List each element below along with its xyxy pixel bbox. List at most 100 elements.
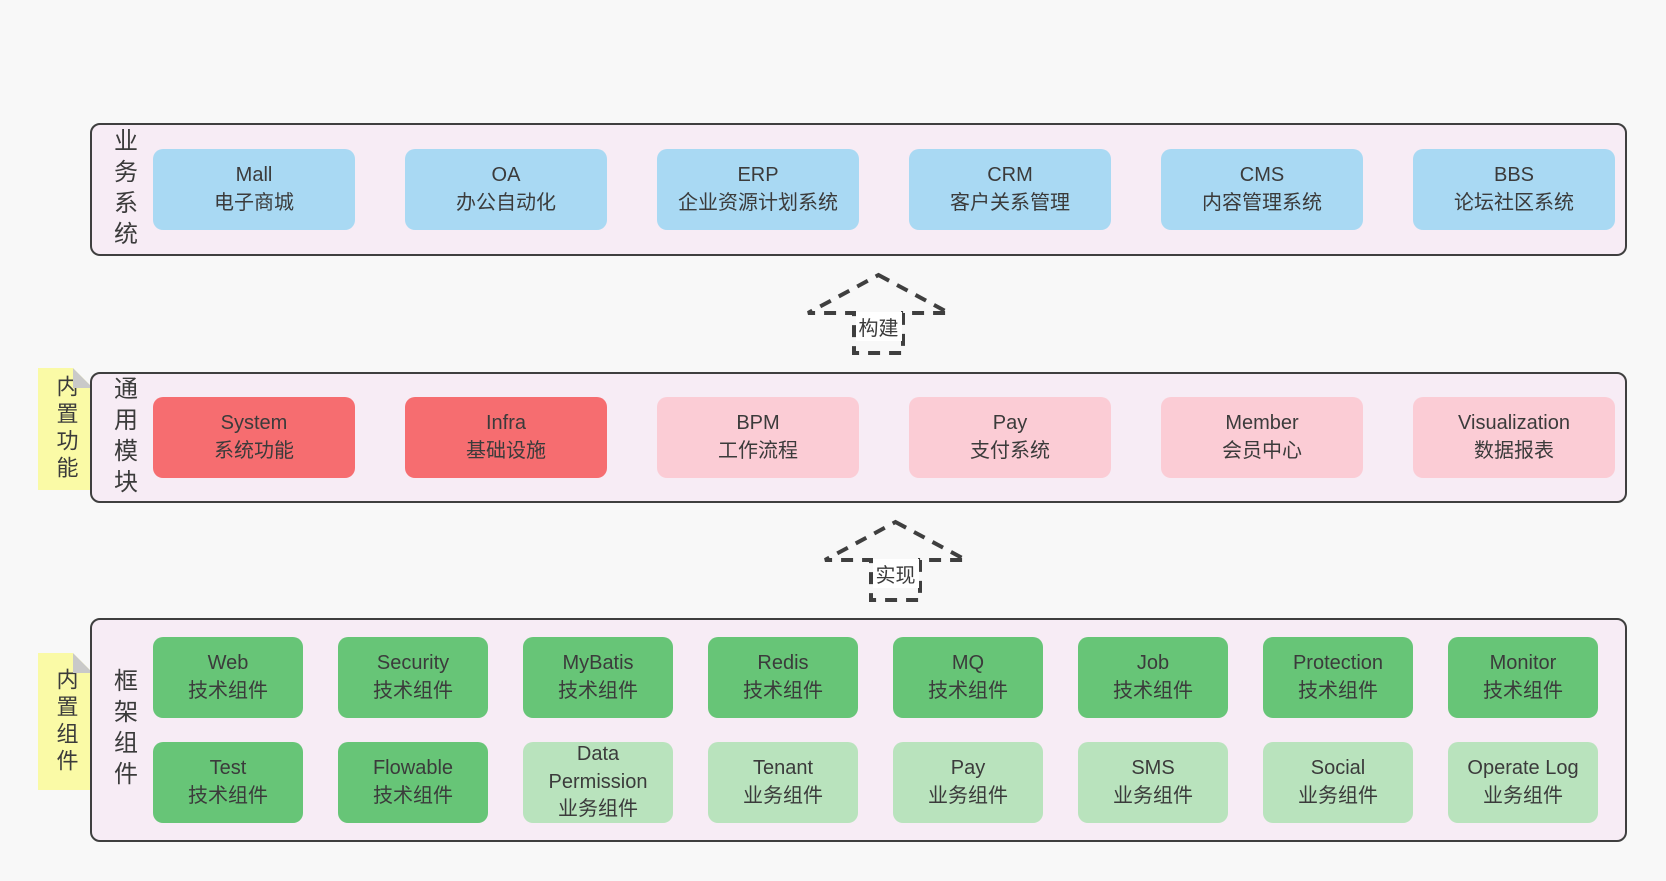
box-title: CMS [1239,163,1285,186]
box-title: Infra [485,411,527,434]
box-system: System 系统功能 [153,397,355,478]
box-mq: MQ 技术组件 [893,637,1043,718]
box-pay-biz: Pay 业务组件 [893,742,1043,823]
box-title: Security [376,651,450,674]
box-title: ERP [737,163,779,186]
box-title: System [220,411,288,434]
box-monitor: Monitor 技术组件 [1448,637,1598,718]
box-title: OA [491,163,521,186]
box-title: CRM [987,163,1033,186]
box-title: Mall [235,163,273,186]
layer-label-text: 框架组件 [109,668,137,792]
layer-label: 框架组件 [92,668,153,792]
box-member: Member 会员中心 [1161,397,1363,478]
box-title: Member [1225,411,1299,434]
box-subtitle: 工作流程 [718,439,798,462]
box-title: BPM [736,411,780,434]
box-subtitle: 会员中心 [1222,439,1302,462]
business-boxes: Mall 电子商城 OA 办公自动化 ERP 企业资源计划系统 CRM 客户关系… [153,149,1615,230]
box-subtitle: 支付系统 [970,439,1050,462]
arrow-build: 构建 [805,272,952,356]
box-subtitle: 技术组件 [743,679,823,702]
box-title: Data Permission [548,743,648,793]
box-subtitle: 基础设施 [466,439,546,462]
box-title: MQ [951,651,985,674]
arrow-label: 构建 [855,312,902,341]
sticky-note-built-in-components: 内置组件 [38,653,93,790]
box-subtitle: 内容管理系统 [1202,191,1322,214]
box-subtitle: 系统功能 [214,439,294,462]
box-title: Operate Log [1467,756,1579,779]
box-web: Web 技术组件 [153,637,303,718]
box-visualization: Visualization 数据报表 [1413,397,1615,478]
layer-business-systems: 业务系统 Mall 电子商城 OA 办公自动化 ERP 企业资源计划系统 CRM… [90,123,1627,256]
box-subtitle: 技术组件 [373,679,453,702]
box-title: Social [1310,756,1366,779]
box-subtitle: 技术组件 [373,784,453,807]
box-bbs: BBS 论坛社区系统 [1413,149,1615,230]
box-subtitle: 企业资源计划系统 [678,191,838,214]
box-security: Security 技术组件 [338,637,488,718]
box-sms: SMS 业务组件 [1078,742,1228,823]
box-infra: Infra 基础设施 [405,397,607,478]
box-subtitle: 电子商城 [214,191,294,214]
box-subtitle: 业务组件 [1113,784,1193,807]
box-title: Monitor [1489,651,1557,674]
sticky-note-text: 内置组件 [53,667,79,776]
box-title: SMS [1131,756,1175,779]
box-mybatis: MyBatis 技术组件 [523,637,673,718]
module-boxes: System 系统功能 Infra 基础设施 BPM 工作流程 Pay 支付系统… [153,397,1615,478]
layer-framework-components: 框架组件 Web 技术组件 Security 技术组件 MyBatis 技术组件… [90,618,1627,842]
box-crm: CRM 客户关系管理 [909,149,1111,230]
component-row-1: Web 技术组件 Security 技术组件 MyBatis 技术组件 Redi… [153,637,1598,718]
box-cms: CMS 内容管理系统 [1161,149,1363,230]
box-title: Test [209,756,247,779]
box-subtitle: 技术组件 [558,679,638,702]
box-operate-log: Operate Log 业务组件 [1448,742,1598,823]
box-subtitle: 客户关系管理 [950,191,1070,214]
box-pay: Pay 支付系统 [909,397,1111,478]
layer-label-text: 通用模块 [109,375,137,500]
box-title: BBS [1493,163,1535,186]
box-title: Pay [950,756,986,779]
box-subtitle: 技术组件 [188,679,268,702]
sticky-note-text: 内置功能 [53,375,79,483]
sticky-note-built-in-features: 内置功能 [38,368,93,490]
box-job: Job 技术组件 [1078,637,1228,718]
box-title: Redis [757,651,809,674]
box-subtitle: 办公自动化 [456,191,556,214]
box-title: Flowable [372,756,454,779]
box-bpm: BPM 工作流程 [657,397,859,478]
layer-common-modules: 通用模块 System 系统功能 Infra 基础设施 BPM 工作流程 Pay… [90,372,1627,503]
box-erp: ERP 企业资源计划系统 [657,149,859,230]
box-redis: Redis 技术组件 [708,637,858,718]
box-data-permission: Data Permission 业务组件 [523,742,673,823]
box-protection: Protection 技术组件 [1263,637,1413,718]
box-flowable: Flowable 技术组件 [338,742,488,823]
arrow-label: 实现 [872,559,919,588]
box-title: Pay [992,411,1028,434]
box-tenant: Tenant 业务组件 [708,742,858,823]
box-social: Social 业务组件 [1263,742,1413,823]
layer-label: 通用模块 [92,376,153,500]
box-title: Visualization [1458,411,1570,434]
layer-label: 业务系统 [92,128,153,252]
component-row-2: Test 技术组件 Flowable 技术组件 Data Permission … [153,742,1598,823]
box-subtitle: 技术组件 [1298,679,1378,702]
component-rows: Web 技术组件 Security 技术组件 MyBatis 技术组件 Redi… [153,637,1598,823]
box-oa: OA 办公自动化 [405,149,607,230]
box-title: MyBatis [562,651,634,674]
arrow-implement: 实现 [822,519,969,603]
layer-label-text: 业务系统 [109,127,137,252]
box-title: Web [207,651,249,674]
box-subtitle: 技术组件 [928,679,1008,702]
box-subtitle: 技术组件 [1483,679,1563,702]
box-title: Tenant [752,756,814,779]
box-subtitle: 业务组件 [928,784,1008,807]
box-subtitle: 业务组件 [1298,784,1378,807]
box-subtitle: 业务组件 [558,798,638,821]
box-subtitle: 论坛社区系统 [1454,191,1574,214]
box-subtitle: 技术组件 [1113,679,1193,702]
box-subtitle: 数据报表 [1474,439,1554,462]
